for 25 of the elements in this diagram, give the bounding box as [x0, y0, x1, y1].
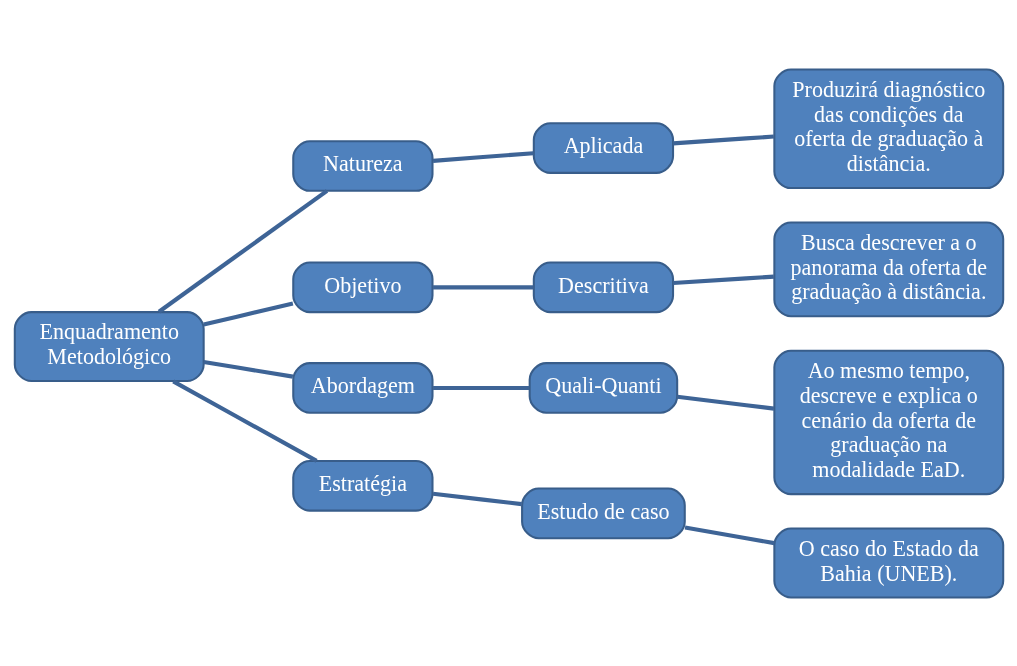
- node-box: Enquadramento Metodológico: [13, 310, 205, 382]
- connector: [432, 491, 522, 506]
- connector: [157, 188, 328, 313]
- connector: [202, 359, 293, 379]
- connector: [432, 385, 529, 390]
- connector: [202, 301, 293, 327]
- node-box: Quali-Quanti: [528, 361, 678, 414]
- node-box: Estratégia: [291, 459, 434, 512]
- connector: [676, 394, 774, 411]
- node-box: Aplicada: [532, 121, 674, 174]
- node-box: Descritiva: [532, 260, 674, 313]
- node-box: Objetivo: [291, 260, 434, 313]
- node-box: Abordagem: [291, 361, 434, 414]
- connector: [432, 284, 533, 289]
- connector: [432, 150, 534, 163]
- node-box: Ao mesmo tempo, descreve e explica o cenário da oferta de graduação na modalidade EaD.: [772, 349, 1004, 495]
- connector: [171, 379, 318, 463]
- connector: [684, 524, 775, 545]
- node-box: Busca descrever a o panorama da oferta de graduação à distância.: [772, 221, 1004, 317]
- node-box: O caso do Estado da Bahia (UNEB).: [772, 527, 1004, 599]
- node-box: Produzirá diagnóstico das condições da oferta de graduação à distância.: [772, 67, 1004, 189]
- node-box: Estudo de caso: [520, 487, 686, 539]
- node-box: Natureza: [291, 139, 434, 192]
- connector: [672, 133, 774, 145]
- connector: [672, 274, 774, 285]
